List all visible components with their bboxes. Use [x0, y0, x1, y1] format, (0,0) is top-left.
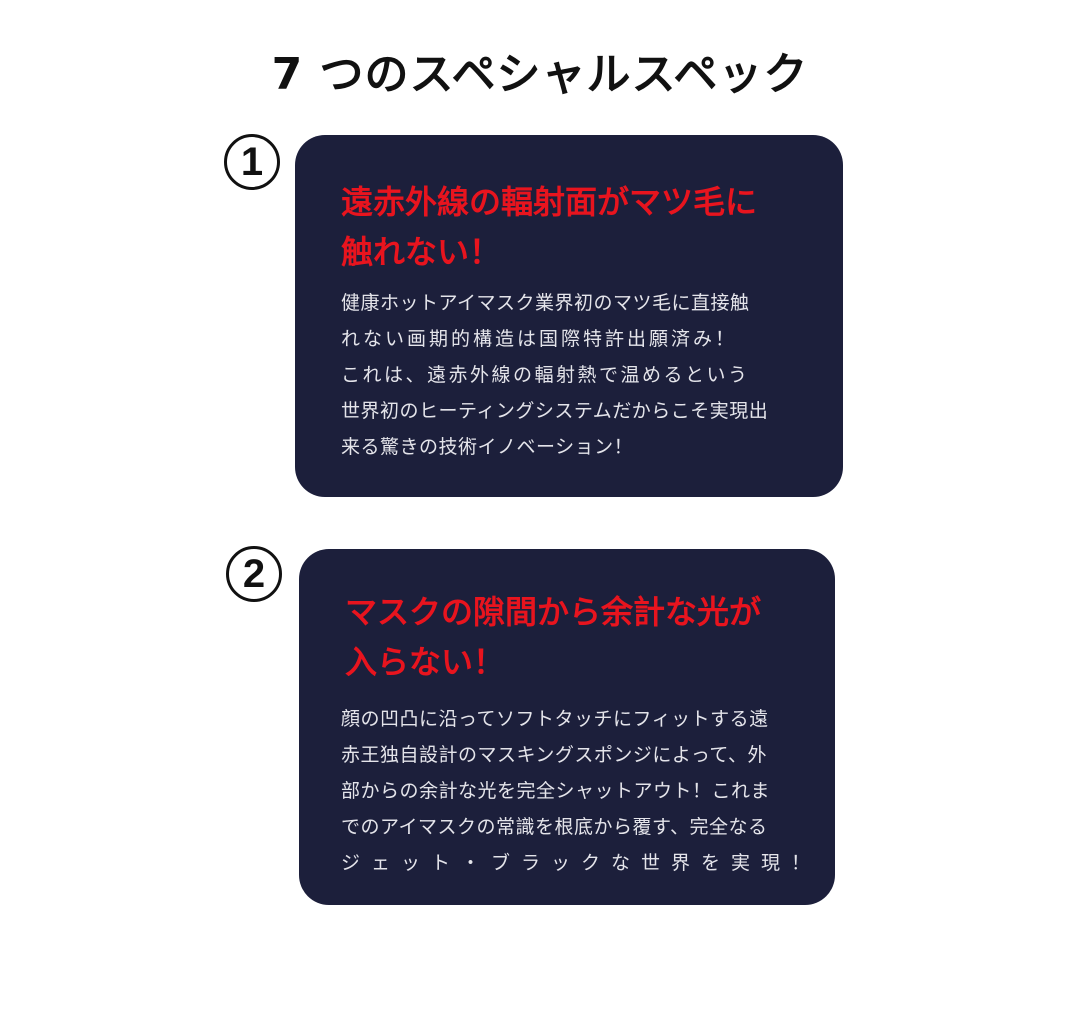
- body-line: でのアイマスクの常識を根底から覆す、完全なる: [341, 816, 768, 838]
- heading-line: マスクの隙間から余計な光が: [345, 593, 762, 631]
- body-line: 来る驚きの技術イノベーション！: [341, 436, 634, 458]
- body-line: これは、遠赤外線の輻射熱で温めるという: [341, 364, 750, 386]
- spec-description: 顔の凹凸に沿ってソフトタッチにフィットする遠 赤王独自設計のマスキングスポンジに…: [341, 701, 821, 881]
- page-title: 7 つのスペシャルスペック: [271, 49, 809, 100]
- circled-number-1-icon: 1: [224, 134, 280, 190]
- circled-number-2-icon: 2: [226, 546, 282, 602]
- heading-line: 入らない！: [345, 643, 506, 681]
- spec-description: 健康ホットアイマスク業界初のマツ毛に直接触 れない画期的構造は国際特許出願済み！…: [341, 285, 768, 465]
- heading-line: 遠赤外線の輻射面がマツ毛に: [341, 183, 758, 221]
- body-line: ジェット・ブラックな世界を実現！: [341, 852, 822, 874]
- body-line: 赤王独自設計のマスキングスポンジによって、外: [341, 744, 767, 766]
- body-line: 世界初のヒーティングシステムだからこそ実現出: [341, 400, 769, 422]
- spec-card-2: マスクの隙間から余計な光が 入らない！ 顔の凹凸に沿ってソフトタッチにフィットす…: [299, 549, 835, 905]
- heading-line: 触れない！: [341, 233, 502, 271]
- spec-number: 1: [240, 139, 264, 184]
- spec-heading: マスクの隙間から余計な光が 入らない！: [345, 587, 761, 687]
- body-line: れない画期的構造は国際特許出願済み！: [341, 328, 738, 350]
- body-line: 健康ホットアイマスク業界初のマツ毛に直接触: [341, 292, 750, 314]
- body-line: 顔の凹凸に沿ってソフトタッチにフィットする遠: [341, 708, 769, 730]
- body-line: 部からの余計な光を完全シャットアウト！これま: [341, 780, 771, 802]
- spec-card-1: 遠赤外線の輻射面がマツ毛に 触れない！ 健康ホットアイマスク業界初のマツ毛に直接…: [295, 135, 843, 497]
- spec-heading: 遠赤外線の輻射面がマツ毛に 触れない！: [341, 177, 757, 277]
- spec-number: 2: [242, 551, 266, 596]
